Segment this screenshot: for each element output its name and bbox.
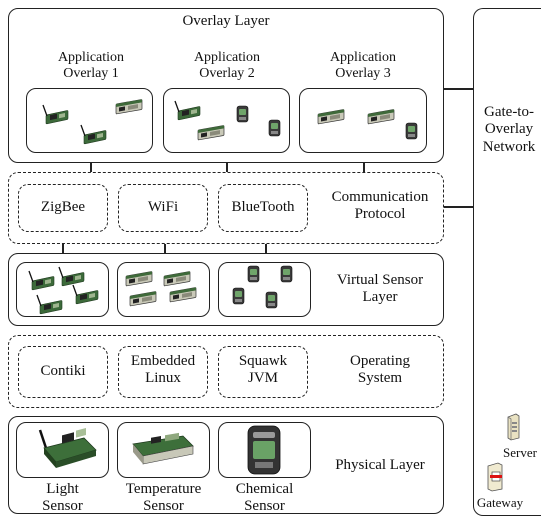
connector-overlay-to-gateway bbox=[443, 88, 473, 90]
app2-board bbox=[197, 124, 225, 141]
gateway-label: Gateway bbox=[476, 495, 524, 510]
vs1-mote-1 bbox=[28, 270, 55, 291]
os-embedded-linux-label: Embedded Linux bbox=[118, 353, 208, 388]
gateway-network-box bbox=[473, 8, 541, 516]
app2-mote bbox=[174, 100, 201, 121]
temperature-sensor-line2: Sensor bbox=[143, 498, 184, 515]
vs2-board-4 bbox=[169, 286, 197, 303]
os-embedded-line2: Linux bbox=[145, 370, 181, 387]
server-icon bbox=[507, 413, 520, 441]
vs3-sunspot-2 bbox=[280, 265, 293, 283]
light-sensor-label: Light Sensor bbox=[16, 481, 109, 516]
chemical-sensor-line1: Chemical bbox=[235, 481, 294, 497]
temperature-sensor-line1: Temperature bbox=[125, 481, 202, 497]
os-contiki-line1: Contiki bbox=[40, 363, 86, 379]
app3-board-2 bbox=[367, 108, 395, 125]
virtual-sensor-line2: Layer bbox=[362, 289, 398, 306]
gateway-network-line3: Network bbox=[482, 138, 536, 155]
os-squawk-line1: Squawk bbox=[238, 353, 288, 369]
operating-system-line2: System bbox=[357, 370, 403, 387]
app1-board bbox=[115, 98, 143, 115]
os-embedded-line1: Embedded bbox=[130, 353, 196, 369]
light-sensor-device bbox=[38, 427, 97, 468]
overlay-layer-title: Overlay Layer bbox=[182, 13, 270, 29]
app1-mote-2 bbox=[80, 124, 107, 145]
communication-protocol-line1: Communication bbox=[331, 189, 429, 205]
server-label: Server bbox=[503, 445, 537, 460]
temperature-sensor-label: Temperature Sensor bbox=[112, 481, 215, 516]
temperature-sensor-device bbox=[132, 432, 194, 465]
protocol-bluetooth-box bbox=[218, 184, 308, 232]
app2-sunspot-2 bbox=[268, 119, 281, 137]
communication-protocol-line2: Protocol bbox=[354, 206, 406, 223]
app-overlay-2-line1: Application bbox=[193, 50, 261, 65]
vs3-sunspot-4 bbox=[265, 291, 278, 309]
app-overlay-1-label: Application Overlay 1 bbox=[28, 50, 154, 82]
light-sensor-line2: Sensor bbox=[42, 498, 83, 515]
os-squawk-jvm-box bbox=[218, 346, 308, 398]
virtual-sensor-line1: Virtual Sensor bbox=[336, 272, 424, 288]
vs1-mote-3 bbox=[72, 284, 99, 305]
os-squawk-line2: JVM bbox=[247, 370, 278, 387]
gateway-network-line2: Overlay bbox=[484, 121, 534, 138]
vs3-sunspot-1 bbox=[247, 265, 260, 283]
app-overlay-1-line1: Application bbox=[57, 50, 125, 65]
chemical-sensor-label: Chemical Sensor bbox=[218, 481, 311, 516]
gateway-icon bbox=[487, 462, 503, 492]
chemical-sensor-device bbox=[247, 425, 281, 475]
vs1-mote-2 bbox=[58, 266, 85, 287]
gateway-network-line1: Gate-to- bbox=[484, 104, 534, 120]
os-squawk-jvm-label: Squawk JVM bbox=[218, 353, 308, 388]
app-overlay-2-label: Application Overlay 2 bbox=[164, 50, 290, 82]
app-overlay-1-line2: Overlay 1 bbox=[63, 66, 119, 82]
protocol-zigbee-box bbox=[18, 184, 108, 232]
protocol-bluetooth-label: BlueTooth bbox=[231, 199, 295, 215]
operating-system-label: Operating System bbox=[320, 353, 440, 388]
app-overlay-3-label: Application Overlay 3 bbox=[300, 50, 426, 82]
connector-comm-to-gateway bbox=[443, 206, 473, 208]
operating-system-line1: Operating bbox=[350, 353, 410, 369]
app3-board-1 bbox=[317, 108, 345, 125]
os-contiki-label: Contiki bbox=[18, 363, 108, 380]
protocol-wifi-label: WiFi bbox=[147, 199, 179, 215]
app-overlay-3-line1: Application bbox=[329, 50, 397, 65]
vs3-sunspot-3 bbox=[232, 287, 245, 305]
app1-mote-1 bbox=[42, 104, 69, 125]
light-sensor-line1: Light bbox=[46, 481, 79, 497]
app-overlay-2-line2: Overlay 2 bbox=[199, 66, 255, 82]
protocol-zigbee-label: ZigBee bbox=[40, 199, 86, 215]
virtual-sensor-group-1 bbox=[16, 262, 109, 317]
virtual-sensor-group-3 bbox=[218, 262, 311, 317]
app-overlay-3-line2: Overlay 3 bbox=[335, 66, 391, 82]
os-embedded-linux-box bbox=[118, 346, 208, 398]
app-overlay-2-box bbox=[163, 88, 290, 153]
vs1-mote-4 bbox=[36, 294, 63, 315]
app2-sunspot-1 bbox=[236, 105, 249, 123]
communication-protocol-label: Communication Protocol bbox=[315, 189, 445, 224]
app3-sunspot bbox=[405, 122, 418, 140]
physical-layer-label: Physical Layer bbox=[335, 457, 425, 473]
gateway-network-label: Gate-to- Overlay Network bbox=[473, 104, 541, 156]
vs2-board-3 bbox=[129, 290, 157, 307]
protocol-wifi-box bbox=[118, 184, 208, 232]
virtual-sensor-layer-label: Virtual Sensor Layer bbox=[320, 272, 440, 307]
os-contiki-box bbox=[18, 346, 108, 398]
vs2-board-1 bbox=[125, 270, 153, 287]
chemical-sensor-line2: Sensor bbox=[244, 498, 285, 515]
